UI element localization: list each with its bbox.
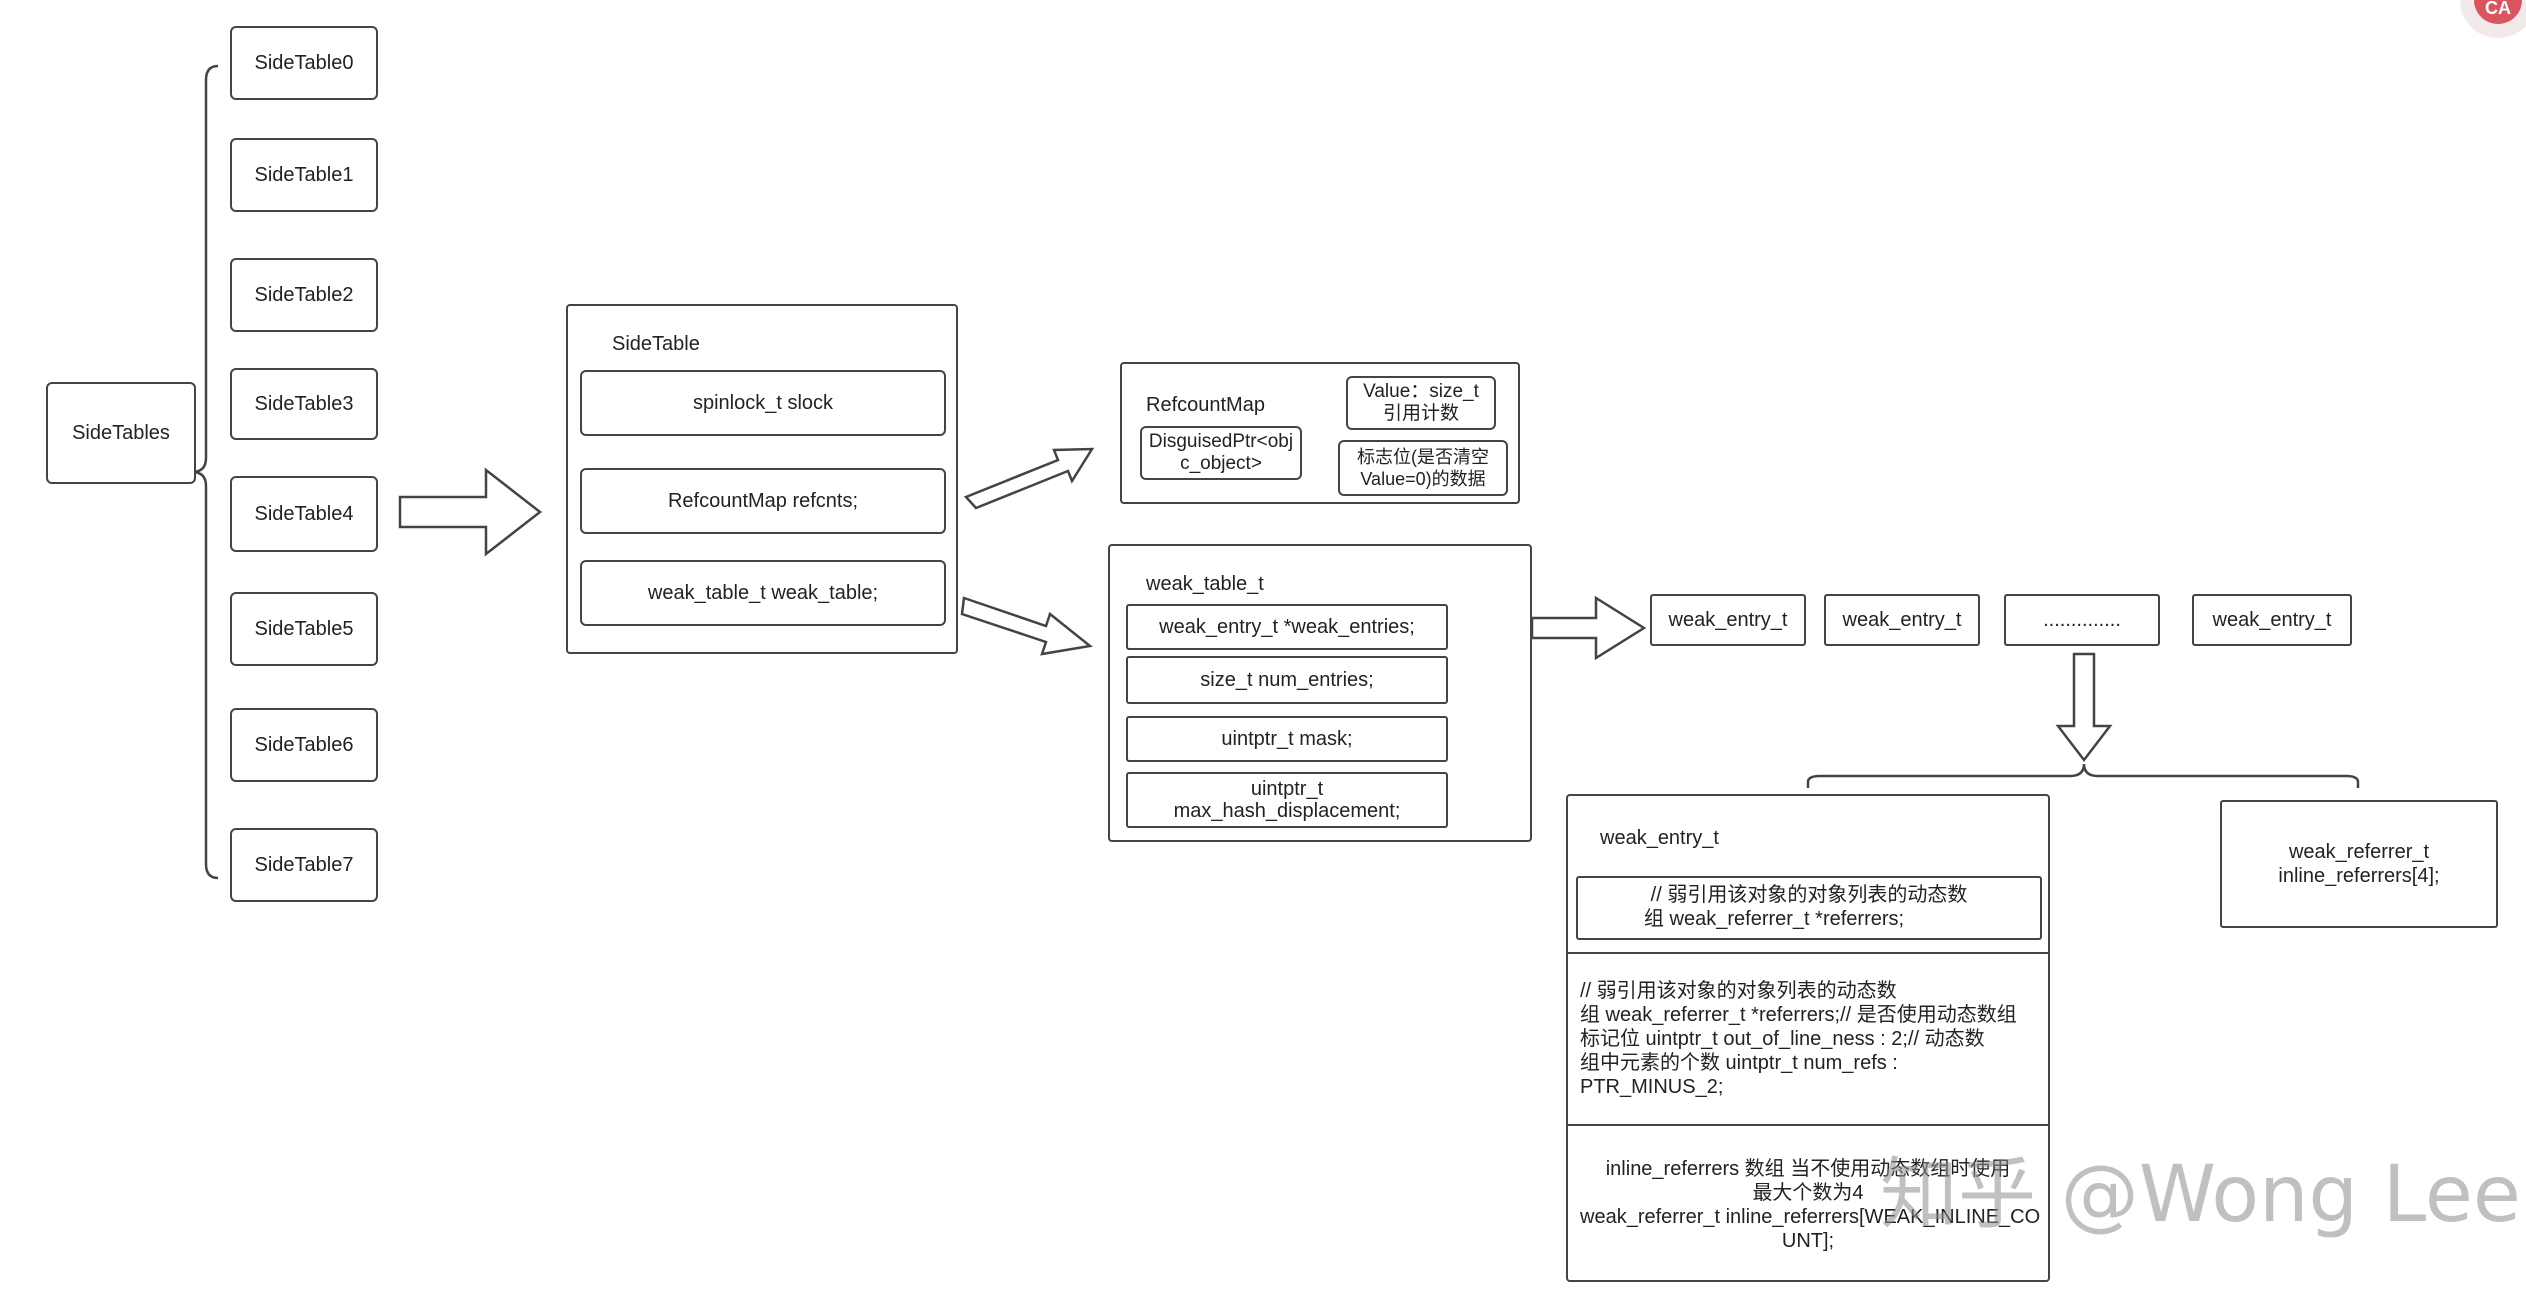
displacement-line: max_hash_displacement; xyxy=(1173,800,1401,822)
arrow-to-sidetable xyxy=(398,467,543,557)
flag-line: 标志位(是否清空 xyxy=(1357,447,1489,467)
weak-table-field: uintptr_t max_hash_displacement; xyxy=(1126,772,1448,828)
side-table-item: SideTable5 xyxy=(230,592,378,666)
weak-entry-divider xyxy=(1566,1124,2050,1126)
weak-table-field: weak_entry_t *weak_entries; xyxy=(1126,604,1448,650)
weak-entry-box: weak_entry_t xyxy=(1824,594,1980,646)
inline-referrers-box: weak_referrer_t inline_referrers[4]; xyxy=(2220,800,2498,928)
weak-entry-box: weak_entry_t xyxy=(2192,594,2352,646)
weak-entry-sec2-line: PTR_MINUS_2; xyxy=(1580,1076,1724,1098)
weak-table-field: size_t num_entries; xyxy=(1126,656,1448,704)
weak-entry-sec3-line: inline_referrers 数组 当不使用动态数组时使用 xyxy=(1605,1158,2011,1180)
weak-entry-divider xyxy=(1566,952,2050,954)
value-line: 引用计数 xyxy=(1382,403,1459,424)
side-table-item: SideTable7 xyxy=(230,828,378,902)
weak-entry-ellipsis-box: .............. xyxy=(2004,594,2160,646)
side-table-item: SideTable1 xyxy=(230,138,378,212)
refcount-map-key: DisguisedPtr<objc_object> xyxy=(1140,426,1302,480)
weak-entry-sec2-line: 标记位 uintptr_t out_of_line_ness : 2;// 动态… xyxy=(1580,1028,1985,1050)
avatar-initials[interactable]: CA xyxy=(2474,0,2522,24)
weak-entry-sec3-line: UNT]; xyxy=(1781,1230,1835,1252)
arrow-down-to-detail xyxy=(2055,652,2113,763)
refcount-map-key-text: DisguisedPtr<objc_object> xyxy=(1148,431,1294,474)
weak-entry-sec3-line: weak_referrer_t inline_referrers[WEAK_IN… xyxy=(1580,1206,2041,1228)
weak-entry-sec2-line: // 弱引用该对象的对象列表的动态数 xyxy=(1580,980,1897,1002)
refcount-map-flag: 标志位(是否清空 Value=0)的数据 xyxy=(1338,440,1508,496)
weak-entry-sec1-line: // 弱引用该对象的对象列表的动态数 xyxy=(1650,884,1968,906)
side-table-item: SideTable6 xyxy=(230,708,378,782)
inline-referrers-line: weak_referrer_t xyxy=(2288,841,2430,863)
zhihu-watermark: 知乎 @Wong Lee xyxy=(1880,1150,2521,1240)
side-table-field: RefcountMap refcnts; xyxy=(580,468,946,534)
value-line: Value：size_t xyxy=(1363,381,1479,402)
side-tables-root: SideTables xyxy=(46,382,196,484)
side-table-title: SideTable xyxy=(612,333,700,355)
weak-entry-sec2-line: 组 weak_referrer_t *referrers;// 是否使用动态数组 xyxy=(1580,1004,2017,1026)
arrow-to-refcountmap xyxy=(963,447,1095,510)
weak-entry-box: weak_entry_t xyxy=(1650,594,1806,646)
flag-line: Value=0)的数据 xyxy=(1360,469,1486,489)
side-table-item: SideTable2 xyxy=(230,258,378,332)
weak-entry-title: weak_entry_t xyxy=(1600,827,1719,849)
refcount-map-title: RefcountMap xyxy=(1146,394,1265,416)
refcount-map-value: Value：size_t 引用计数 xyxy=(1346,376,1496,430)
arrow-to-weak-table xyxy=(960,596,1093,656)
displacement-line: uintptr_t xyxy=(1250,778,1324,800)
side-table-item: SideTable4 xyxy=(230,476,378,552)
weak-table-title: weak_table_t xyxy=(1146,573,1264,595)
weak-entry-panel xyxy=(1566,794,2050,1282)
weak-table-field: uintptr_t mask; xyxy=(1126,716,1448,762)
side-table-item: SideTable0 xyxy=(230,26,378,100)
side-table-field: weak_table_t weak_table; xyxy=(580,560,946,626)
side-table-item: SideTable3 xyxy=(230,368,378,440)
inline-referrers-line: inline_referrers[4]; xyxy=(2278,865,2440,887)
side-table-field: spinlock_t slock xyxy=(580,370,946,436)
arrow-to-entries xyxy=(1530,595,1647,661)
weak-entry-referrers-box xyxy=(1576,876,2042,940)
detail-brace xyxy=(1806,763,2360,788)
weak-entry-sec2-line: 组中元素的个数 uintptr_t num_refs : xyxy=(1580,1052,1898,1074)
weak-entry-sec3-line: 最大个数为4 xyxy=(1752,1182,1864,1204)
weak-entry-sec1-line: 组 weak_referrer_t *referrers; xyxy=(1644,908,1905,930)
